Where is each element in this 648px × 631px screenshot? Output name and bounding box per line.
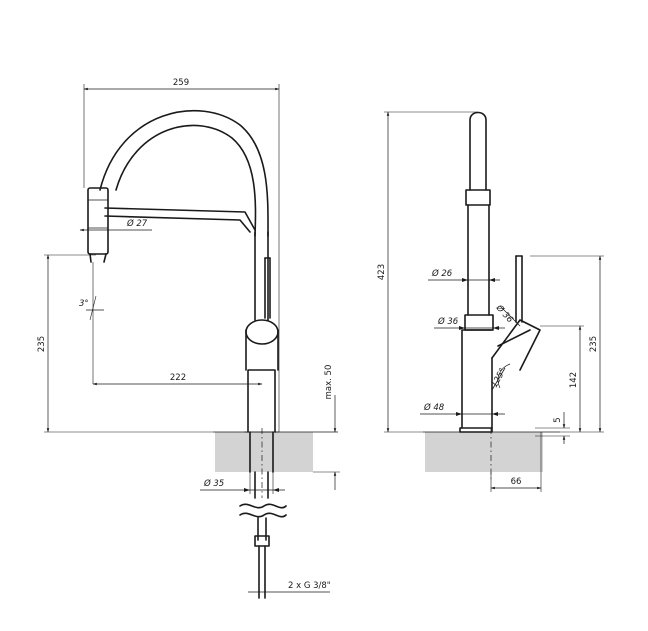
dim-lever-height-label: 142 [569, 372, 579, 388]
dim-hole-diameter-label: Ø 35 [203, 478, 224, 489]
dim-joint-diameter-label: Ø 36 [437, 316, 459, 327]
dim-total-height-label: 423 [377, 264, 387, 280]
dim-angle-label: 3° [79, 299, 89, 309]
dim-lever-diameter-label: Ø 36 [493, 302, 516, 326]
countertop-block-right [425, 432, 543, 472]
dim-base-offset-label: 66 [511, 477, 522, 487]
dim-body-height-label: 235 [589, 336, 599, 352]
dim-width-label: 259 [173, 78, 189, 88]
dim-spray-diameter-label: Ø 27 [126, 218, 148, 229]
left-view: 259 Ø 27 3° 235 222 max. 50 Ø 35 [37, 78, 340, 599]
dim-neck-diameter-label: Ø 26 [431, 268, 453, 279]
dim-base-height-label: 5 [553, 417, 563, 422]
right-view: 423 Ø 26 Ø 36 Ø 36 125° Ø 48 235 142 [377, 111, 604, 492]
dim-base-diameter-label: Ø 48 [423, 402, 445, 413]
dim-max-deck-label: max. 50 [324, 365, 334, 400]
dim-connection-label: 2 x G 3/8" [288, 581, 331, 591]
dim-reach-label: 222 [170, 373, 186, 383]
dim-height-label: 235 [37, 336, 47, 352]
countertop-block-left [215, 432, 313, 472]
